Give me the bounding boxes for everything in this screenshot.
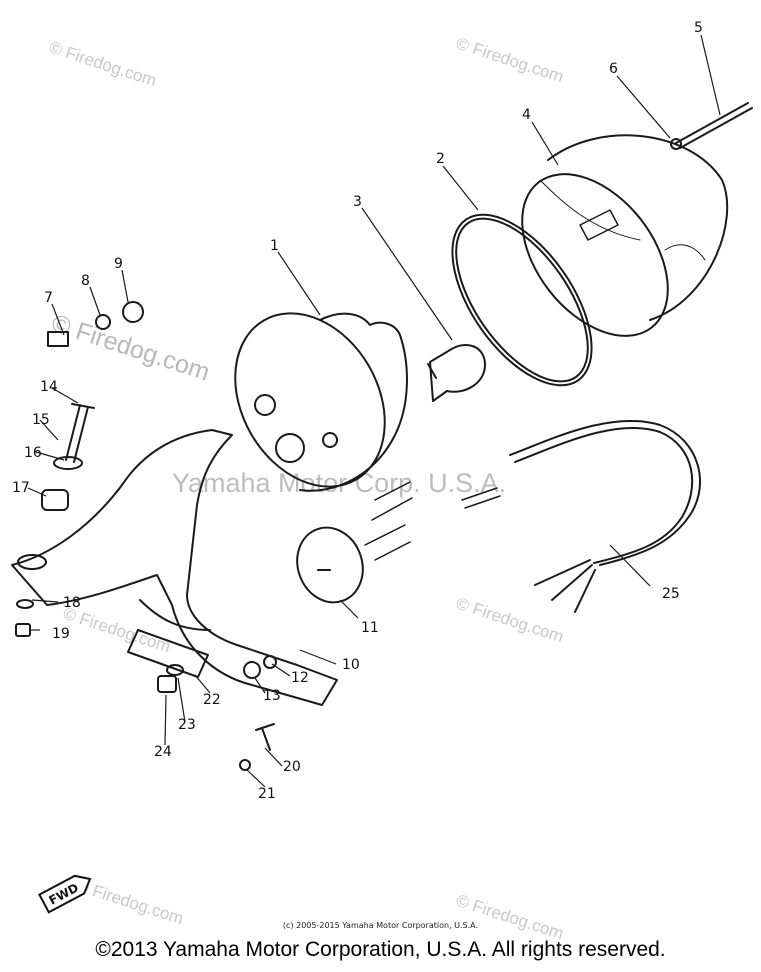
callout-7: 7: [44, 290, 53, 306]
lens-cover: [521, 134, 729, 337]
nut-9: [122, 301, 144, 323]
washer: [670, 138, 682, 150]
terminals: [364, 481, 501, 561]
screw-20: [255, 723, 275, 751]
callout-8: 8: [81, 273, 90, 289]
housing: [234, 312, 408, 492]
callout-11: 11: [361, 620, 379, 636]
copyright-notice: ©2013 Yamaha Motor Corporation, U.S.A. A…: [95, 938, 666, 961]
watermark-site: © Firedog.com: [454, 594, 566, 647]
watermark-company: Yamaha Motor Corp. U.S.A.: [172, 468, 506, 498]
callouts: 1 2 3 4 5 6 7 8 9 10 11 12 13 14 15 16 1…: [12, 20, 703, 802]
watermark-site: © Firedog.com: [454, 891, 566, 944]
washer-18: [16, 599, 34, 609]
gasket-ring-inner: [455, 217, 589, 383]
callout-15: 15: [32, 412, 50, 428]
callout-21: 21: [258, 786, 276, 802]
callout-24: 24: [154, 744, 172, 760]
part-artwork: [11, 102, 753, 771]
fwd-arrow-shape: [38, 874, 92, 914]
washer-12: [263, 655, 277, 669]
callout-18: 18: [63, 595, 81, 611]
washer-21: [239, 759, 251, 771]
callout-4: 4: [522, 107, 531, 123]
leader-lines: [27, 34, 721, 788]
callout-13: 13: [263, 688, 281, 704]
gasket-ring: [451, 213, 593, 387]
watermark-site: © Firedog.com: [454, 34, 566, 87]
callout-5: 5: [694, 20, 703, 36]
callout-19: 19: [52, 626, 70, 642]
grommet: [41, 489, 69, 511]
watermark-group: © Firedog.com © Firedog.com © Firedog.co…: [47, 34, 566, 944]
washer-16: [53, 456, 83, 470]
nut-24: [157, 675, 177, 693]
callout-10: 10: [342, 657, 360, 673]
washer-8: [95, 314, 111, 330]
callout-2: 2: [436, 151, 445, 167]
bracket: [11, 429, 338, 706]
small-copyright: (c) 2005-2015 Yamaha Motor Corporation, …: [282, 921, 479, 930]
watermark-site: © Firedog.com: [47, 38, 159, 91]
plate: [127, 629, 209, 678]
bulb: [427, 344, 486, 402]
callout-14: 14: [40, 379, 58, 395]
callout-22: 22: [203, 692, 221, 708]
callout-1: 1: [270, 238, 279, 254]
screw: [675, 102, 753, 149]
washer-23: [166, 664, 184, 676]
callout-17: 17: [12, 480, 30, 496]
bolt: [65, 403, 95, 463]
nut-19: [15, 623, 31, 637]
callout-12: 12: [291, 670, 309, 686]
callout-25: 25: [662, 586, 680, 602]
callout-23: 23: [178, 717, 196, 733]
callout-9: 9: [114, 256, 123, 272]
callout-20: 20: [283, 759, 301, 775]
callout-3: 3: [353, 194, 362, 210]
nut-13: [243, 661, 261, 679]
callout-16: 16: [24, 445, 42, 461]
wiring-harness: [509, 420, 701, 613]
callout-6: 6: [609, 61, 618, 77]
watermark-site: © Firedog.com: [61, 604, 173, 657]
socket-cap: [296, 526, 364, 604]
bolt-7: [47, 331, 69, 347]
